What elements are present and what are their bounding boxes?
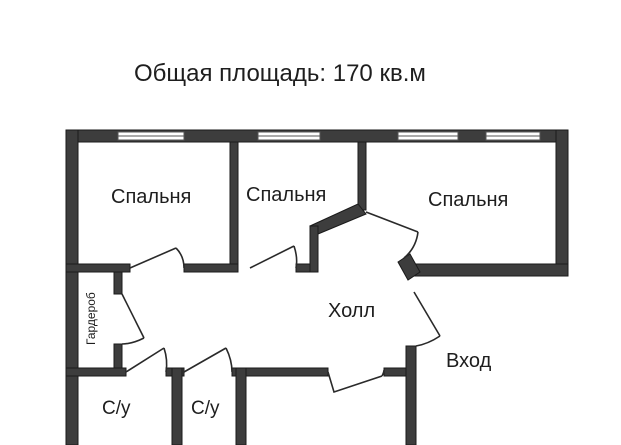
door-bathroom1	[125, 347, 165, 373]
door-bathroom1-swing	[163, 347, 168, 373]
wall-right	[555, 129, 569, 277]
room-label-bathroom-2: С/у	[191, 398, 220, 419]
room-label-bedroom-1: Спальня	[111, 186, 192, 208]
wall-bedroom1-bottom-left	[65, 263, 131, 273]
door-wardrobe	[121, 293, 145, 339]
door-hall-lower-swing	[381, 369, 385, 377]
wall-hall-right-lower	[405, 345, 417, 445]
wall-left	[65, 129, 79, 445]
door-bathroom2-swing	[225, 347, 233, 373]
door-bedroom3-swing	[403, 231, 419, 259]
wall-partition-b2-b3	[357, 141, 367, 211]
wall-bathrooms-partition	[171, 367, 183, 445]
door-bedroom1	[129, 247, 177, 269]
wall-wardrobe-right-top	[113, 271, 123, 295]
door-wardrobe-swing	[121, 337, 145, 345]
door-entrance	[413, 291, 441, 337]
room-label-wardrobe: Гардероб	[84, 292, 98, 345]
total-area-title: Общая площадь: 170 кв.м	[134, 60, 426, 87]
wall-bathroom2-right	[235, 367, 247, 445]
wall-bedroom1-bottom-right	[183, 263, 239, 273]
walls	[65, 129, 569, 445]
door-bathroom2	[183, 347, 227, 373]
wall-bedroom2-stub	[309, 225, 319, 273]
doors	[121, 211, 441, 394]
door-bedroom2-swing	[293, 245, 298, 269]
door-bedroom3	[365, 211, 419, 233]
windows	[117, 131, 541, 141]
door-bedroom2	[249, 245, 295, 269]
door-entrance-swing	[415, 335, 441, 347]
wall-wardrobe-right-bottom	[113, 343, 123, 371]
room-label-bathroom-1: С/у	[102, 398, 131, 419]
room-label-hall: Холл	[328, 300, 376, 322]
wall-partition-b1-b2	[229, 141, 239, 273]
door-hall-lower	[327, 371, 383, 394]
door-bedroom1-swing	[175, 247, 185, 269]
room-label-entrance: Вход	[446, 350, 492, 372]
wall-bathrooms-top-a	[65, 367, 127, 377]
room-label-bedroom-2: Спальня	[246, 184, 327, 206]
wall-bedroom3-bottom	[409, 263, 569, 277]
room-label-bedroom-3: Спальня	[428, 189, 509, 211]
